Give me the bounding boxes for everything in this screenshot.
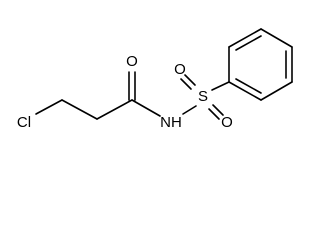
ring-bond-3 xyxy=(260,28,293,48)
bond-n-s xyxy=(182,105,197,115)
benzene-ring xyxy=(228,28,293,101)
ring-inner-bond-3 xyxy=(235,78,262,94)
bond-cl-c1 xyxy=(35,99,63,115)
ring-bond-6 xyxy=(228,81,262,101)
atom-chlorine: Cl xyxy=(17,114,31,131)
chemical-structure: Cl O NH S O O xyxy=(17,28,293,131)
atom-sulfonyl-oxygen-top: O xyxy=(174,61,186,78)
bond-c3-n xyxy=(131,99,161,117)
atom-nitrogen-h: NH xyxy=(160,114,182,131)
ring-bond-5 xyxy=(260,81,293,101)
bond-s-o-top-double-1 xyxy=(180,78,192,90)
bond-s-o-bottom-double-2 xyxy=(212,104,224,116)
atom-carbonyl-oxygen: O xyxy=(126,53,138,70)
bond-c1-c2 xyxy=(61,99,98,120)
bond-s-o-bottom-double-1 xyxy=(208,108,220,120)
ring-inner-bond-1 xyxy=(235,35,262,51)
atom-sulfonyl-oxygen-bottom: O xyxy=(221,114,233,131)
ring-bond-2 xyxy=(228,28,262,48)
bond-c2-c3 xyxy=(96,99,133,120)
bond-s-ring xyxy=(211,81,230,91)
bond-s-o-top-double-2 xyxy=(184,74,196,86)
atom-sulfur: S xyxy=(198,88,208,105)
